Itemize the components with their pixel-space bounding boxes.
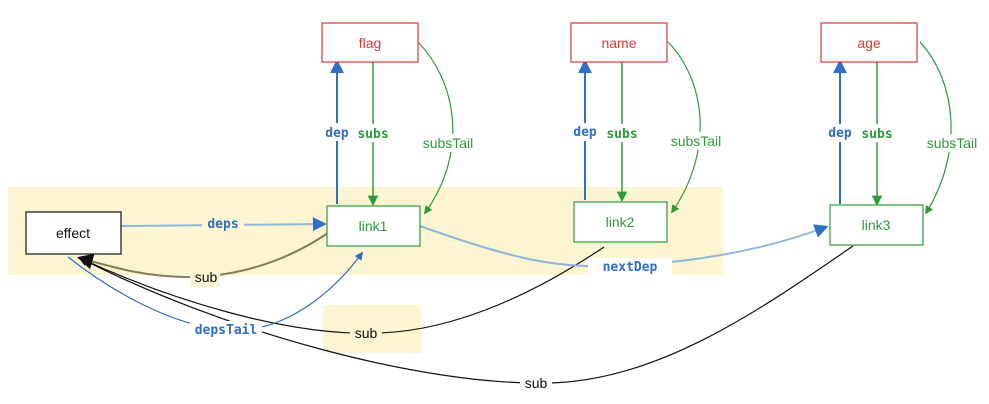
node-link3-label: link3 — [862, 217, 891, 233]
edge-subsTail-2 — [667, 41, 701, 214]
label-nextDep: nextDep — [603, 260, 658, 275]
node-link2-label: link2 — [606, 214, 635, 230]
node-link1-label: link1 — [359, 218, 388, 234]
node-link1: link1 — [326, 205, 421, 247]
label-dep-3: dep — [828, 126, 852, 141]
node-name-label: name — [601, 35, 636, 51]
node-age-label: age — [857, 35, 881, 51]
label-deps: deps — [207, 217, 238, 232]
label-subsTail-2: subsTail — [671, 133, 722, 149]
label-subs-3: subs — [861, 127, 892, 142]
node-flag-label: flag — [359, 35, 382, 51]
node-link2: link2 — [573, 201, 668, 243]
label-depsTail: depsTail — [195, 323, 258, 338]
label-dep-1: dep — [325, 126, 349, 141]
node-age: age — [820, 22, 918, 63]
edge-subsTail-3 — [919, 41, 952, 215]
edge-subsTail-1 — [417, 41, 454, 215]
label-sub-3: sub — [525, 375, 548, 391]
label-sub-1: sub — [195, 269, 218, 285]
label-sub-2: sub — [355, 325, 378, 341]
label-subs-1: subs — [357, 127, 388, 142]
label-subs-2: subs — [606, 127, 637, 142]
label-subsTail-3: subsTail — [927, 135, 978, 151]
node-name: name — [570, 22, 668, 63]
label-dep-2: dep — [573, 125, 597, 140]
node-link3: link3 — [829, 204, 924, 246]
label-subsTail-1: subsTail — [423, 135, 474, 151]
node-effect: effect — [25, 211, 122, 255]
node-flag: flag — [321, 22, 419, 63]
node-effect-label: effect — [56, 225, 90, 241]
